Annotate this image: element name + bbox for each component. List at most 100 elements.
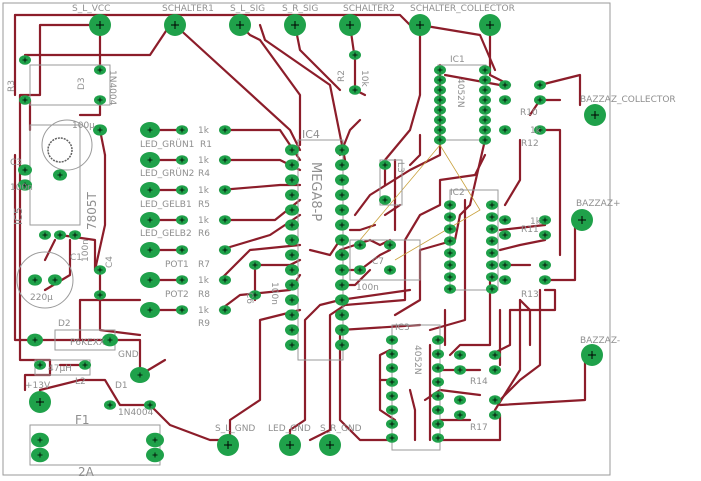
diode-pad <box>144 400 156 410</box>
cap-pad <box>18 179 32 191</box>
connector-s-l-vcc[interactable] <box>89 14 111 36</box>
connector-power-13v[interactable] <box>29 391 51 413</box>
inductor-pad <box>79 360 91 370</box>
ic2-pad <box>444 272 456 282</box>
resistor-pad <box>539 260 551 270</box>
label-r8-value: 1k <box>198 276 210 286</box>
resistor-pad <box>219 275 231 285</box>
connector-led-gnd[interactable] <box>279 434 301 456</box>
gnd-pad <box>130 367 150 383</box>
led-pad <box>140 182 160 198</box>
label-schalter1: SCHALTER1 <box>162 4 214 14</box>
ic3-pad <box>386 405 398 415</box>
label-r4-value: 1k <box>198 156 210 166</box>
ic2-pad <box>486 260 498 270</box>
ic4-pad <box>285 294 299 306</box>
label-pot1: POT1 <box>165 260 189 270</box>
label-r9: R9 <box>198 319 210 329</box>
label-d3: D3 <box>77 77 87 90</box>
label-s-l-gnd: S_L_GND <box>215 424 255 434</box>
ic3-pad <box>386 391 398 401</box>
ic2-pad <box>486 236 498 246</box>
connector-schalter-collector-a[interactable] <box>409 14 431 36</box>
label-c7: C7 <box>372 257 384 267</box>
ic4-pad <box>285 159 299 171</box>
ic4-pad <box>335 279 349 291</box>
connector-bazzaz-minus[interactable] <box>581 344 603 366</box>
label-c7-value: 100n <box>356 283 379 293</box>
label-c1: C1 <box>70 253 82 263</box>
label-r1: R1 <box>200 140 212 150</box>
led-pad <box>140 122 160 138</box>
label-s-l-vcc: S_L_VCC <box>72 4 110 14</box>
ic4-pad <box>335 294 349 306</box>
connector-s-r-gnd[interactable] <box>319 434 341 456</box>
label-ic3: IC3 <box>395 323 410 333</box>
reg-pad <box>39 230 51 240</box>
cap-pad <box>354 265 366 275</box>
fuse-pad <box>31 447 49 463</box>
label-r10: R10 <box>520 108 538 118</box>
ic4-pad <box>285 324 299 336</box>
label-r12-value: 1k <box>530 126 542 136</box>
connector-s-l-gnd[interactable] <box>217 434 239 456</box>
label-ic1: IC1 <box>450 55 465 65</box>
ic3-pad <box>432 363 444 373</box>
capacitor-c2-body <box>41 119 93 171</box>
label-r3: R3 <box>7 80 17 92</box>
resistor-pad <box>534 95 546 105</box>
label-r1-value: 1k <box>198 126 210 136</box>
ic3-pad <box>432 433 444 443</box>
resistor-pad <box>219 215 231 225</box>
ic3-pad <box>386 419 398 429</box>
cap-pad <box>18 164 32 176</box>
connector-schalter1[interactable] <box>164 14 186 36</box>
resistor-pad <box>176 275 188 285</box>
ic3-pad <box>432 419 444 429</box>
resistor-pad <box>176 305 188 315</box>
label-c3: C3 <box>10 158 22 168</box>
resistor-pad <box>499 230 511 240</box>
label-r5: R5 <box>198 200 210 210</box>
connector-schalter-collector-b[interactable] <box>479 14 501 36</box>
label-pot2: POT2 <box>165 290 189 300</box>
ic3-pad <box>432 405 444 415</box>
resistor-pad <box>499 260 511 270</box>
reg-pad <box>69 230 81 240</box>
connector-s-l-sig[interactable] <box>229 14 251 36</box>
label-d2-value: P6KEXX <box>70 338 105 348</box>
fuse-pad <box>146 432 164 448</box>
resistor-pad <box>539 215 551 225</box>
label-r13: R13 <box>521 290 539 300</box>
resistor-pad <box>489 350 501 360</box>
ic4-pad <box>285 264 299 276</box>
connector-schalter2[interactable] <box>339 14 361 36</box>
ic4-pad <box>335 234 349 246</box>
resistor-pad <box>489 410 501 420</box>
ic2-pad <box>444 248 456 258</box>
label-r14: R14 <box>470 377 488 387</box>
ic2-pad <box>486 248 498 258</box>
connector-s-r-sig[interactable] <box>284 14 306 36</box>
capacitor-c2-inner <box>47 137 73 163</box>
ic1-pad <box>479 135 491 145</box>
cap-pad <box>93 124 107 136</box>
label-r8: R8 <box>198 290 210 300</box>
connector-bazzaz-collector[interactable] <box>584 104 606 126</box>
label-led-gnd: LED_GND <box>268 424 311 434</box>
component-pads <box>18 50 551 463</box>
connector-pads <box>29 14 606 456</box>
resistor-pad <box>534 125 546 135</box>
fuse-pad <box>31 432 49 448</box>
label-r6-value: 1k <box>198 216 210 226</box>
label-led-gelb2: LED_GELB2 <box>140 229 192 239</box>
label-ic1-type: 4052N <box>455 78 465 108</box>
resistor-pad <box>454 395 466 405</box>
connector-bazzaz-plus[interactable] <box>571 209 593 231</box>
resistor-pad <box>219 125 231 135</box>
ic2-pad <box>486 212 498 222</box>
ic1-pad <box>434 75 446 85</box>
label-l2-value: 47µH <box>48 364 72 374</box>
inductor-pad <box>379 195 391 205</box>
led-pad <box>140 242 160 258</box>
